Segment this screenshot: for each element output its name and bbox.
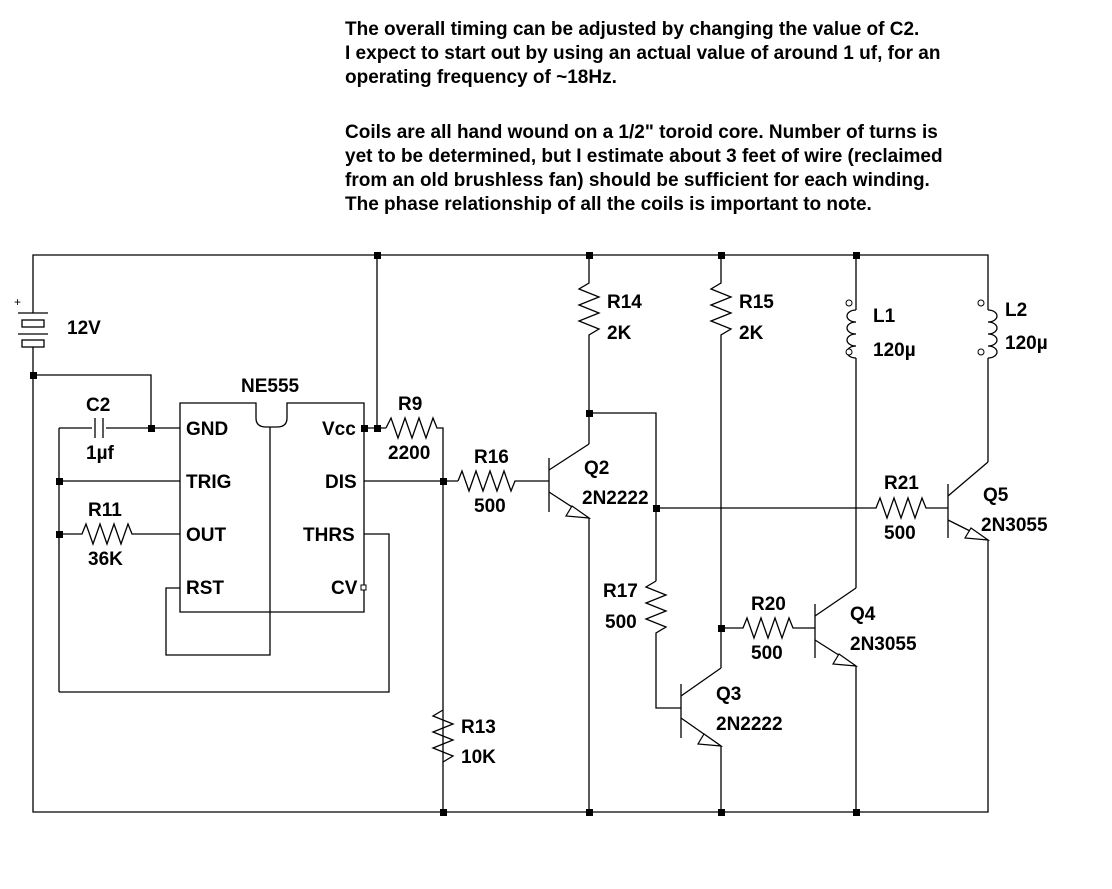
q2-label: Q2 [584, 458, 609, 479]
r16-value: 500 [474, 496, 506, 517]
q2-stage: R14 2K Q2 2N2222 [548, 255, 657, 812]
l2-value: 120µ [1005, 333, 1048, 354]
q3-collector [680, 667, 722, 697]
pin-thrs: THRS [303, 525, 355, 546]
q4-collector [814, 587, 857, 617]
timing-network: C2 1µf R11 36K [33, 374, 390, 693]
l2-coil: L2 120µ [977, 299, 1048, 462]
coil-note: Coils are all hand wound on a 1/2" toroi… [345, 122, 943, 215]
r13-symbol [431, 709, 455, 763]
q5-stage: R21 500 Q5 2N3055 [656, 461, 1048, 544]
r13-label: R13 [461, 717, 496, 738]
r16-symbol [457, 469, 549, 493]
q5-collector [947, 461, 989, 497]
q4-value: 2N3055 [850, 634, 917, 655]
q3-value: 2N2222 [716, 714, 783, 735]
pin-out: OUT [186, 525, 227, 546]
junctions [30, 252, 860, 816]
q4-stage: R15 2K R20 500 Q4 2N3055 [709, 255, 917, 812]
r20-label: R20 [751, 594, 786, 615]
c2-value: 1µf [86, 443, 115, 464]
battery-value: 12V [67, 318, 101, 339]
q4-label: Q4 [850, 604, 876, 625]
l1-value: 120µ [873, 340, 916, 361]
pin-gnd: GND [186, 419, 228, 440]
design-notes: The overall timing can be adjusted by ch… [345, 18, 1045, 217]
pin-trig: TRIG [186, 472, 231, 493]
r11-symbol [59, 522, 180, 546]
pin-cv: CV [331, 578, 358, 599]
r9-symbol [385, 416, 444, 812]
power-rails [32, 254, 989, 813]
r21-label: R21 [884, 473, 919, 494]
c2-label: C2 [86, 395, 110, 416]
r11-label: R11 [88, 500, 122, 521]
ne555-timer: NE555 GND TRIG OUT RST Vcc DIS THRS CV [165, 376, 367, 656]
r17-value: 500 [605, 612, 637, 633]
pin-vcc: Vcc [322, 419, 356, 440]
r15-label: R15 [739, 292, 774, 313]
r20-symbol [721, 616, 815, 640]
timing-note: The overall timing can be adjusted by ch… [345, 19, 941, 88]
r13-value: 10K [461, 747, 496, 768]
r14-symbol [577, 255, 601, 444]
r21-value: 500 [884, 523, 916, 544]
q2-value: 2N2222 [582, 488, 649, 509]
r17-symbol [644, 580, 681, 709]
r17-label: R17 [603, 581, 638, 602]
battery-plus-label: + [14, 295, 21, 309]
r11-value: 36K [88, 549, 123, 570]
pin-rst: RST [186, 578, 224, 599]
r14-label: R14 [607, 292, 642, 313]
r21-symbol [656, 496, 948, 520]
bottom-rail [32, 350, 989, 813]
r9-label: R9 [398, 394, 422, 415]
l1-label: L1 [873, 306, 896, 327]
r9-value: 2200 [388, 443, 430, 464]
r20-value: 500 [751, 643, 783, 664]
pin-dis: DIS [325, 472, 357, 493]
q5-label: Q5 [983, 485, 1009, 506]
ic-output-network: R9 2200 R16 500 R13 10K [364, 255, 549, 812]
r15-symbol [709, 255, 733, 668]
r16-label: R16 [474, 447, 509, 468]
top-rail [32, 254, 989, 300]
l1-coil: L1 120µ [845, 255, 916, 588]
cv-pin [360, 584, 367, 591]
ic-name: NE555 [241, 376, 300, 397]
q2-collector [548, 443, 590, 471]
l2-label: L2 [1005, 300, 1027, 321]
r15-value: 2K [739, 323, 764, 344]
q3-label: Q3 [716, 684, 741, 705]
r14-value: 2K [607, 323, 632, 344]
battery: + 12V [14, 295, 101, 350]
q3-stage: R17 500 Q3 2N2222 [603, 580, 783, 812]
q5-value: 2N3055 [981, 515, 1048, 536]
